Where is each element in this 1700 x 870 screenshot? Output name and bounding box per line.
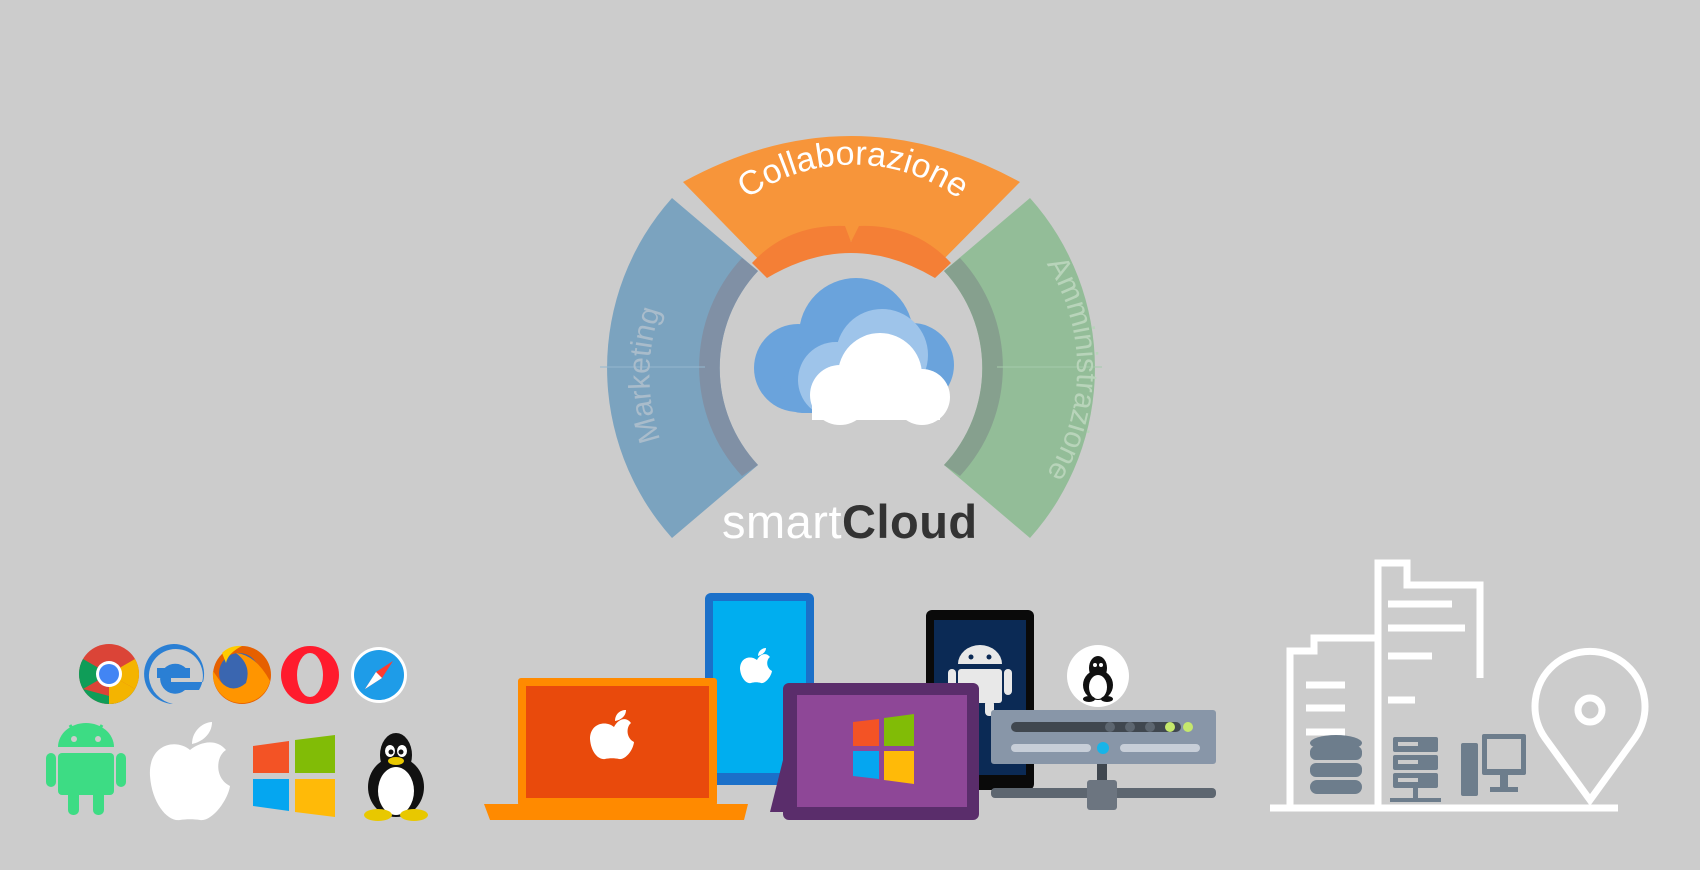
location-pin-icon [1531, 647, 1649, 806]
linux-icon [364, 733, 428, 821]
segment-marketing[interactable] [607, 198, 758, 538]
database-icon [1310, 735, 1362, 794]
chrome-icon [78, 644, 140, 705]
linux-server-icon [991, 645, 1216, 810]
brand-logo-text: smartCloud [722, 498, 978, 545]
segment-amministrazione-inner-band [944, 258, 1003, 476]
edge-icon [144, 644, 205, 704]
windows-icon [253, 735, 335, 817]
firefox-icon [212, 645, 271, 704]
server-rack-icon [1390, 737, 1441, 802]
brand-light-text: smart [722, 495, 842, 548]
function-wheel: Collaborazione Marketing Amministrazione [600, 134, 1103, 538]
cloud-icon [754, 278, 954, 425]
brand-dark-text: Cloud [842, 495, 978, 548]
apple-icon [149, 722, 230, 821]
browser-icons [78, 644, 407, 705]
segment-amministrazione[interactable] [944, 198, 1095, 538]
android-icon [46, 723, 126, 815]
macbook-laptop-icon [484, 678, 748, 820]
infrastructure-icons [1270, 559, 1649, 812]
desktop-computer-icon [1461, 734, 1526, 796]
office-building-icon [1270, 559, 1618, 812]
windows-tablet-icon [770, 683, 979, 820]
segment-collaborazione[interactable] [683, 136, 1020, 268]
segment-collaborazione-inner-band [752, 225, 951, 278]
safari-icon [351, 647, 407, 703]
device-icons [484, 593, 1216, 820]
opera-icon [281, 646, 339, 704]
platform-icons [46, 722, 428, 821]
segment-marketing-inner-band [699, 258, 758, 476]
